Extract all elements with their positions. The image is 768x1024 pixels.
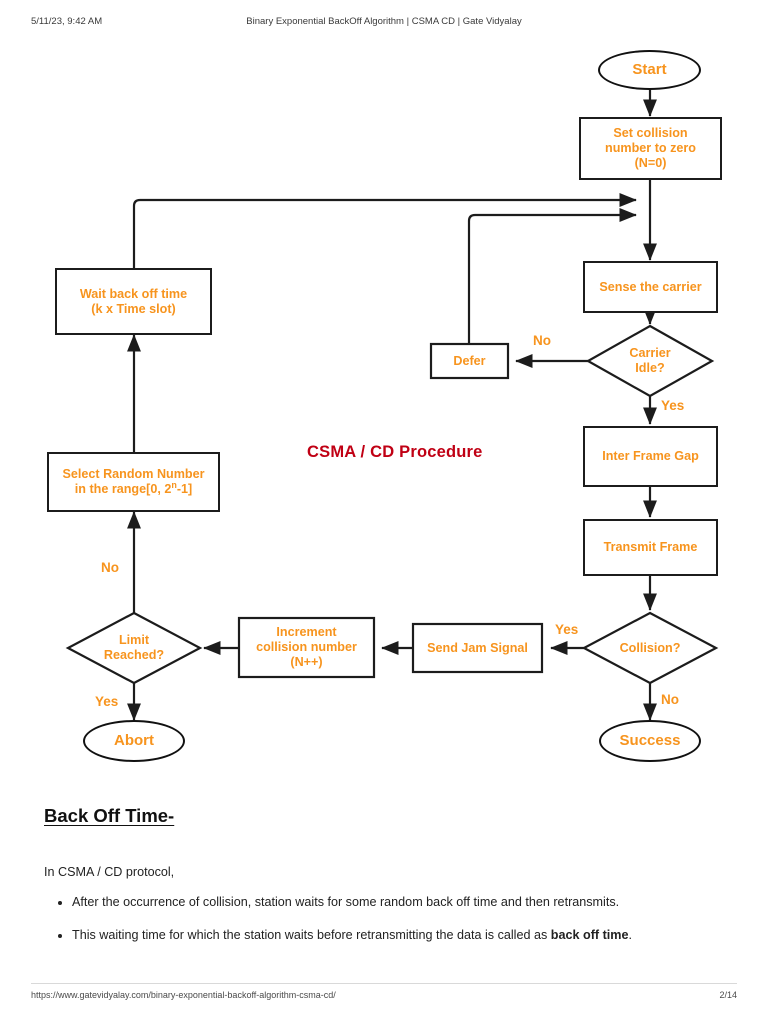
bullet-text: After the occurrence of collision, stati… xyxy=(72,895,620,909)
section-heading-back-off-time: Back Off Time- xyxy=(44,805,175,826)
print-footer: https://www.gatevidyalay.com/binary-expo… xyxy=(0,990,768,1006)
node-send-jam-signal[interactable]: Send Jam Signal xyxy=(415,634,540,662)
article-intro-paragraph: In CSMA / CD protocol, xyxy=(44,865,175,879)
node-increment-line2: collision number xyxy=(256,640,357,655)
print-header: 5/11/23, 9:42 AM Binary Exponential Back… xyxy=(0,16,768,32)
node-abort[interactable]: Abort xyxy=(83,720,185,762)
footer-divider xyxy=(31,983,737,984)
list-item: This waiting time for which the station … xyxy=(72,926,734,946)
node-increment-line1: Increment xyxy=(276,625,337,640)
edge-label-collision-no: No xyxy=(661,692,679,707)
edge-label-limit-yes: Yes xyxy=(95,694,119,709)
node-limit-reached-line2: Reached? xyxy=(103,648,165,662)
node-select-random-exponent: n xyxy=(171,479,177,490)
edge-defer-feedback xyxy=(467,207,637,344)
footer-page-number: 2/14 xyxy=(719,990,737,1000)
print-date: 5/11/23, 9:42 AM xyxy=(31,16,103,27)
node-select-random-number[interactable]: Select Random Number in the range[0, 2n-… xyxy=(47,452,220,512)
node-set-collision-line2: number to zero xyxy=(605,141,696,156)
node-inter-frame-gap[interactable]: Inter Frame Gap xyxy=(583,426,718,487)
node-limit-reached[interactable]: Limit Reached? xyxy=(84,628,184,668)
node-increment-collision-number[interactable]: Increment collision number (N++) xyxy=(241,622,372,673)
node-start[interactable]: Start xyxy=(598,50,701,90)
node-success-label: Success xyxy=(619,732,681,750)
article-bullet-list: After the occurrence of collision, stati… xyxy=(44,893,734,945)
node-carrier-idle-line2: Idle? xyxy=(635,361,665,375)
node-set-collision-line1: Set collision xyxy=(613,126,688,141)
bullet-text: This waiting time for which the station … xyxy=(72,927,551,942)
shape-defer-box xyxy=(429,342,510,380)
node-success[interactable]: Success xyxy=(599,720,701,762)
node-wait-back-off-time[interactable]: Wait back off time (k x Time slot) xyxy=(55,268,212,335)
node-start-label: Start xyxy=(632,61,667,79)
node-inter-frame-gap-label: Inter Frame Gap xyxy=(602,449,699,464)
node-carrier-idle-line1: Carrier xyxy=(629,346,671,361)
node-set-collision-line3: (N=0) xyxy=(634,155,667,170)
edge-label-limit-no: No xyxy=(101,560,119,575)
node-wait-backoff-line2: (k x Time slot) xyxy=(91,301,176,316)
footer-url[interactable]: https://www.gatevidyalay.com/binary-expo… xyxy=(31,990,336,1000)
edge-wait-backoff-feedback xyxy=(132,192,637,268)
node-limit-reached-line1: Limit xyxy=(118,633,150,648)
bullet-bold-text: back off time xyxy=(550,927,629,942)
node-select-random-range-close: -1] xyxy=(176,482,193,496)
node-select-random-range-open: in the range[0, 2 xyxy=(74,482,172,496)
edge-label-carrier-idle-yes: Yes xyxy=(661,398,685,413)
node-select-random-line2: in the range[0, 2n-1] xyxy=(74,479,193,497)
node-sense-carrier-label: Sense the carrier xyxy=(599,279,702,294)
node-sense-the-carrier[interactable]: Sense the carrier xyxy=(583,261,718,313)
node-carrier-idle[interactable]: Carrier Idle? xyxy=(600,341,700,381)
article-body: Back Off Time- In CSMA / CD protocol, Af… xyxy=(44,805,734,958)
list-item: After the occurrence of collision, stati… xyxy=(72,893,734,913)
node-select-random-line1: Select Random Number xyxy=(62,467,205,482)
node-wait-backoff-line1: Wait back off time xyxy=(79,286,188,301)
csma-cd-flowchart: Start Set collision number to zero (N=0)… xyxy=(0,30,768,800)
node-transmit-frame[interactable]: Transmit Frame xyxy=(583,519,718,576)
node-collision-label: Collision? xyxy=(619,640,681,655)
node-set-collision-number[interactable]: Set collision number to zero (N=0) xyxy=(579,117,722,180)
node-abort-label: Abort xyxy=(114,732,154,750)
node-increment-line3: (N++) xyxy=(290,654,323,669)
node-defer[interactable]: Defer xyxy=(433,346,506,376)
node-transmit-frame-label: Transmit Frame xyxy=(603,540,698,555)
node-send-jam-signal-label: Send Jam Signal xyxy=(427,640,528,655)
document-title: Binary Exponential BackOff Algorithm | C… xyxy=(246,16,522,27)
node-collision[interactable]: Collision? xyxy=(596,635,704,661)
edge-label-collision-yes: Yes xyxy=(555,622,579,637)
edge-label-carrier-idle-no: No xyxy=(533,333,551,348)
flowchart-connectors xyxy=(65,88,719,721)
node-defer-label: Defer xyxy=(453,353,486,368)
shape-increment-box xyxy=(237,616,376,679)
flowchart-title: CSMA / CD Procedure xyxy=(307,443,483,461)
bullet-text-after: . xyxy=(628,927,632,942)
shape-send-jam-box xyxy=(411,622,544,674)
